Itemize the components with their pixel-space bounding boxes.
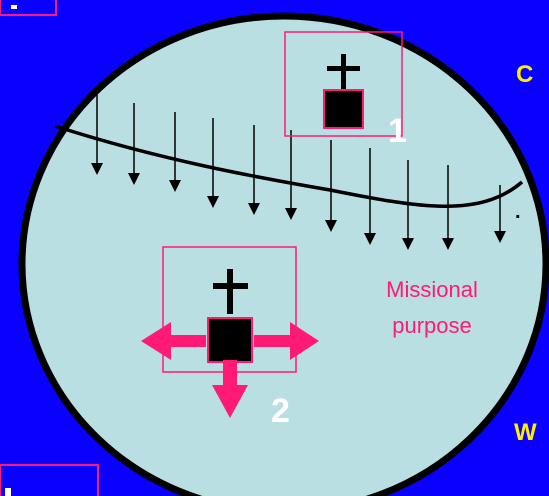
box-2-number: 2 bbox=[271, 392, 290, 430]
down-arrow-icon bbox=[248, 203, 260, 215]
world-circle bbox=[18, 12, 549, 496]
down-arrow-icon bbox=[494, 231, 506, 243]
down-arrow-icon bbox=[442, 238, 454, 250]
box-1-number: 1 bbox=[388, 112, 407, 150]
down-arrow-icon bbox=[285, 208, 297, 220]
down-arrow-icon bbox=[128, 173, 140, 185]
edge-letter-c: C bbox=[516, 61, 533, 88]
down-arrow-icon bbox=[207, 196, 219, 208]
right-arrow-icon bbox=[290, 322, 319, 360]
down-arrow-icon bbox=[325, 220, 337, 232]
outward-arrows bbox=[141, 322, 319, 418]
down-arrow-shaft bbox=[223, 360, 237, 390]
church-box-1 bbox=[284, 31, 403, 137]
left-arrow-shaft bbox=[166, 335, 206, 347]
down-arrows-group bbox=[91, 95, 506, 250]
small-dot: . bbox=[515, 201, 521, 223]
top-left-box-fragment bbox=[0, 0, 57, 16]
boundary-curve bbox=[54, 124, 524, 208]
down-arrow-icon bbox=[402, 238, 414, 250]
left-arrow-icon bbox=[141, 322, 171, 360]
church-1-icon bbox=[323, 54, 364, 129]
down-arrow-icon bbox=[364, 233, 376, 245]
edge-letter-w: W bbox=[514, 419, 537, 446]
down-arrow-icon bbox=[212, 385, 248, 418]
purpose-label: purpose bbox=[392, 313, 472, 338]
church-2-icon bbox=[207, 269, 253, 363]
top-left-mark bbox=[11, 5, 17, 9]
down-arrow-icon bbox=[169, 180, 181, 192]
missional-label: Missional bbox=[386, 277, 478, 302]
bottom-left-box-fragment bbox=[0, 464, 99, 496]
right-arrow-shaft bbox=[254, 335, 296, 347]
bottom-left-mark bbox=[5, 488, 11, 496]
down-arrow-icon bbox=[91, 163, 103, 175]
